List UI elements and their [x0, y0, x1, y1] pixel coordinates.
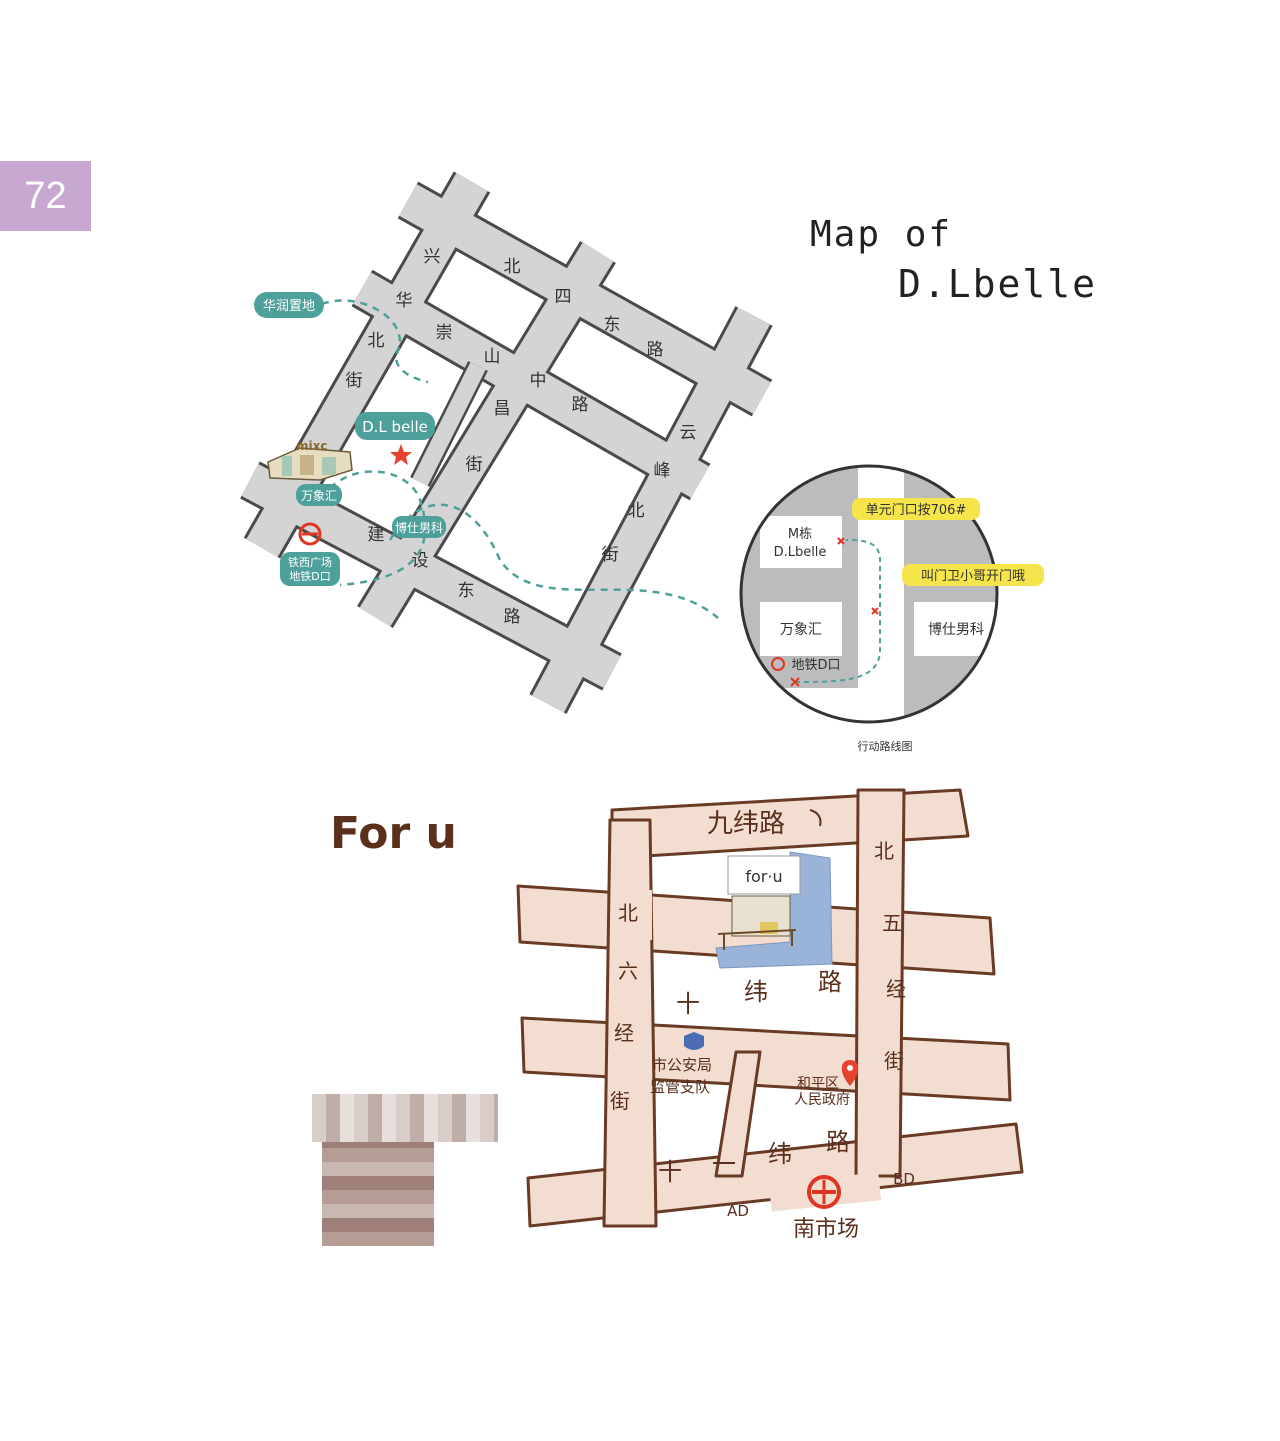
police-label: 监管支队: [650, 1078, 710, 1096]
label-huarun: 华润置地: [254, 292, 324, 318]
road-char: 街: [346, 371, 363, 391]
svg-text:铁西广场: 铁西广场: [288, 555, 332, 569]
road-char: 建: [368, 525, 385, 545]
exit-a-label: AD: [727, 1202, 749, 1220]
svg-text:for·u: for·u: [745, 867, 782, 886]
road-char: 崇: [436, 323, 453, 343]
label-wanxianghui: 万象汇: [296, 484, 342, 506]
road-char: 街: [884, 1049, 904, 1073]
foru-street-map: [516, 788, 1024, 1228]
label-dlbelle: D.L belle: [355, 412, 435, 440]
road-char: 五: [882, 911, 902, 935]
road-char: 十: [658, 1158, 682, 1186]
road-char: 北: [628, 501, 645, 521]
svg-text:地铁D口: 地铁D口: [791, 658, 840, 673]
svg-text:叫门卫小哥开门哦: 叫门卫小哥开门哦: [921, 569, 1025, 584]
road-char: 街: [602, 545, 619, 565]
metro-station-icon: [807, 1175, 841, 1209]
gov-label: 人民政府: [794, 1092, 850, 1108]
road-char: 华: [396, 291, 413, 311]
road-char: 中: [530, 371, 547, 391]
road-char: 六: [618, 959, 638, 983]
dlbelle-road-names: 北 四 东 路 兴 华 北 街 崇 山 中 路 昌 街 云 峰 北 街 建 设 …: [346, 247, 697, 627]
exit-b-label: BD: [893, 1170, 915, 1188]
svg-text:地铁D口: 地铁D口: [289, 570, 330, 583]
road-char: 路: [647, 340, 664, 360]
note-call-guard: 叫门卫小哥开门哦: [902, 564, 1044, 586]
road-char: 十: [676, 990, 700, 1018]
blurred-qr-code: [312, 1094, 498, 1246]
svg-text:单元门口按706#: 单元门口按706#: [866, 503, 967, 518]
road-char: 四: [555, 287, 572, 307]
foru-road-names: 九纬路 十 纬 路 十 一 纬 路 北 六 经 街 北 五 经 街: [610, 809, 906, 1186]
road-char: 街: [610, 1089, 630, 1113]
road-char: 路: [818, 968, 842, 996]
inset-caption: 行动路线图: [858, 739, 913, 753]
road-char: 一: [712, 1150, 736, 1178]
road-jiuwei: 九纬路: [707, 809, 785, 839]
foru-shop-icon: for·u: [715, 851, 833, 969]
star-icon: [390, 444, 412, 465]
gov-label: 和平区: [797, 1076, 839, 1092]
dlbelle-street-map: [240, 171, 773, 714]
road-char: 经: [886, 977, 906, 1001]
road-char: 街: [466, 455, 483, 475]
road-char: 云: [680, 423, 697, 443]
road-char: 东: [604, 315, 621, 335]
road-char: 设: [412, 551, 429, 571]
road-char: 路: [826, 1128, 850, 1156]
road-char: 经: [614, 1021, 634, 1045]
dlbelle-routes: [321, 299, 719, 619]
road-char: 北: [874, 839, 894, 863]
svg-text:博仕男科: 博仕男科: [928, 621, 984, 638]
svg-text:万象汇: 万象汇: [301, 489, 337, 503]
police-label: 市公安局: [652, 1056, 712, 1074]
svg-text:博仕男科: 博仕男科: [395, 520, 443, 535]
note-unit-door: 单元门口按706#: [852, 498, 980, 520]
road-char: 东: [458, 581, 475, 601]
page-number: 72: [0, 161, 91, 231]
road-char: 纬: [768, 1140, 792, 1168]
svg-text:华润置地: 华润置地: [263, 299, 315, 314]
road-char: 纬: [744, 978, 768, 1006]
svg-text:M栋: M栋: [788, 526, 812, 542]
road-char: 北: [618, 901, 638, 925]
for-u-title: For u: [330, 808, 457, 859]
police-badge-icon: [684, 1032, 704, 1050]
road-char: 北: [368, 331, 385, 351]
svg-text:D.L belle: D.L belle: [362, 418, 428, 436]
metro-icon: [298, 522, 322, 546]
metro-station-label: 南市场: [793, 1217, 859, 1242]
svg-text:万象汇: 万象汇: [780, 622, 822, 638]
road-char: 路: [572, 395, 589, 415]
svg-text:mixc: mixc: [296, 439, 327, 453]
svg-text:D.Lbelle: D.Lbelle: [774, 545, 827, 560]
location-pin-icon: [841, 1060, 859, 1086]
road-char: 路: [504, 607, 521, 627]
road-char: 峰: [654, 461, 671, 481]
route-inset: M栋 D.Lbelle 万象汇 博仕男科 地铁D口 单元门口按706# 叫门卫小…: [739, 464, 1044, 724]
arrow-icon: [809, 809, 822, 827]
road-char: 北: [504, 257, 521, 277]
map-title-line1: Map of: [810, 214, 953, 255]
road-char: 兴: [424, 247, 441, 267]
road-char: 山: [484, 347, 501, 367]
map-title-line2: D.Lbelle: [898, 262, 1098, 306]
label-metro-d-exit: 铁西广场 地铁D口: [280, 552, 340, 586]
mixc-building-icon: mixc: [267, 439, 353, 481]
label-boshi: 博仕男科: [392, 516, 446, 538]
road-char: 昌: [494, 399, 511, 419]
